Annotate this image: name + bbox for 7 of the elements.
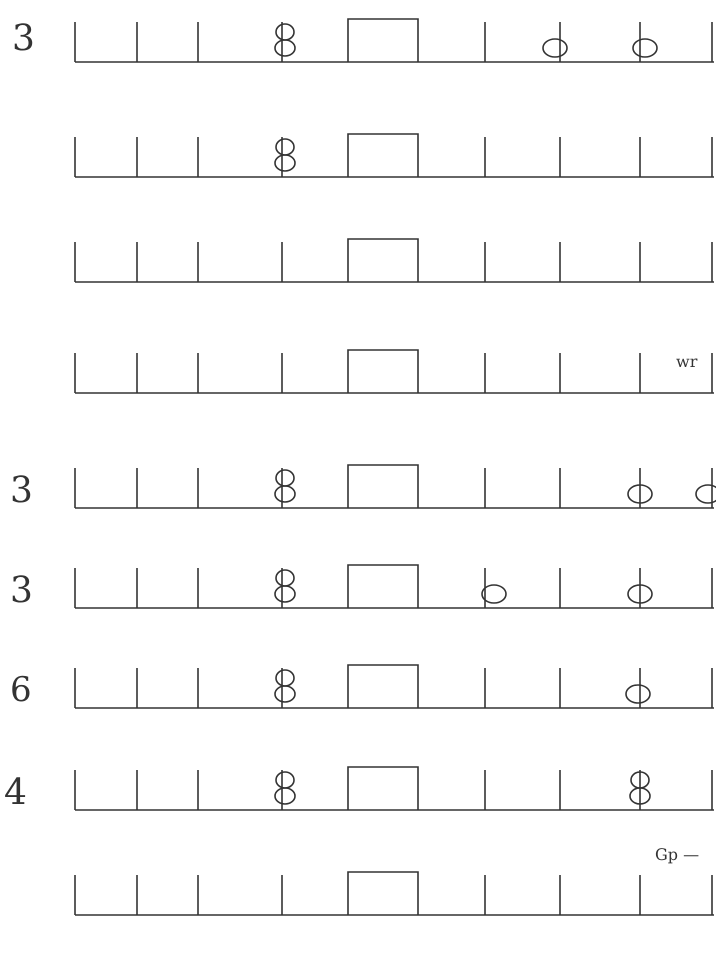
row-number: 6 (10, 670, 32, 710)
row-number: 3 (12, 18, 35, 59)
row-number: 4 (4, 772, 27, 813)
row-number: 3 (10, 470, 33, 511)
margin-note: wr (676, 352, 698, 371)
row-number: 3 (10, 570, 33, 611)
margin-note: Gp — (655, 845, 700, 864)
